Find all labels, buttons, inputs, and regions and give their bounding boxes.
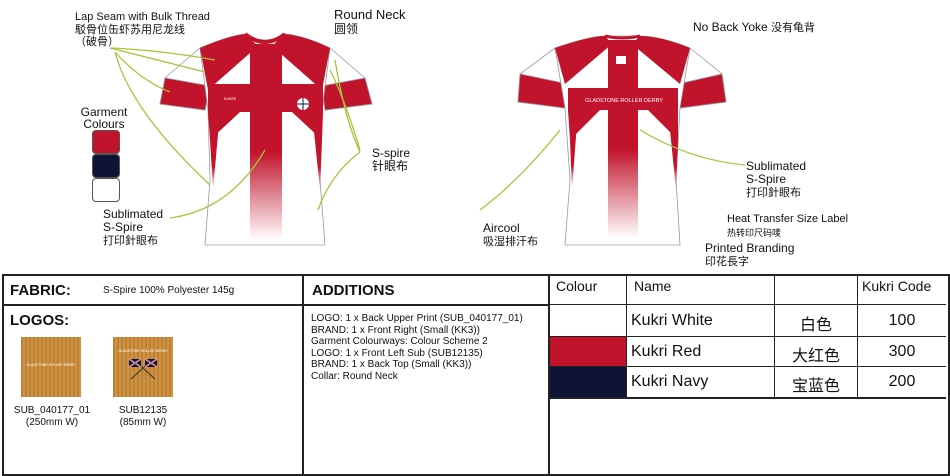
sublimated-back-label: Sublimated S-Spire 打印針眼布: [746, 159, 807, 200]
colour-name: Kukri Navy: [631, 373, 709, 390]
colour-name-cn: 大红色: [791, 346, 840, 365]
colour-swatch-red: [550, 337, 626, 366]
leader-lines: [109, 47, 746, 219]
colour-swatch-navy: [550, 367, 626, 397]
front-crest-logo: [297, 98, 309, 110]
heat-transfer-label-cn: 热转印尺码唛: [727, 229, 782, 239]
heat-transfer-label: Heat Transfer Size Label: [727, 213, 849, 225]
back-print-text: GLADSTONE ROLLER DERBY: [585, 98, 663, 104]
lap-seam-label: Lap Seam with Bulk Thread: [75, 11, 210, 23]
additions-label: ADDITIONS: [312, 282, 395, 299]
aircool-label: Aircool 吸湿排汗布: [483, 221, 538, 249]
back-shirt: [517, 34, 727, 246]
lap-seam-label-cn: 駁骨位缶虾苏用尼龙线: [75, 23, 185, 36]
colour-table-header-colour: Colour: [556, 278, 598, 294]
divider: [302, 274, 304, 474]
front-brand-mark: KUKRI: [224, 96, 236, 101]
colour-code: 300: [888, 343, 916, 360]
addition-line: Collar: Round Neck: [311, 370, 398, 382]
addition-line: BRAND: 1 x Front Right (Small (KK3)): [311, 324, 480, 336]
spec-sheet-frame: [2, 274, 950, 476]
divider: [548, 274, 550, 474]
fabric-label: FABRIC:: [10, 282, 71, 299]
lap-seam-label-cn2: （破骨）: [75, 35, 119, 48]
colour-name-cn: 白色: [799, 315, 832, 334]
addition-line: LOGO: 1 x Front Left Sub (SUB12135): [311, 347, 483, 359]
addition-line: LOGO: 1 x Back Upper Print (SUB_040177_0…: [311, 313, 523, 324]
colour-name-cn: 宝蓝色: [791, 376, 840, 395]
colour-code: 100: [888, 312, 916, 329]
round-neck-label: Round Neck: [334, 7, 406, 22]
back-brand-mark: [616, 56, 626, 64]
garment-illustration: KUKRI GLADSTONE ROLLER DERBY: [109, 32, 746, 246]
divider: [2, 304, 306, 306]
logos-label: LOGOS:: [10, 312, 70, 329]
logo-artwork-2: GLADSTONE ROLLER DERBY: [113, 337, 173, 397]
front-shirt: [159, 32, 373, 246]
logo-2-caption: SUB12135 (85mm W): [118, 405, 168, 428]
garment-colour-swatch-navy: [92, 154, 120, 178]
sublimated-front-label: Sublimated S-Spire 打印針眼布: [103, 207, 164, 248]
divider: [302, 304, 550, 306]
divider: [549, 336, 946, 337]
colour-table-header-name: Name: [634, 278, 672, 294]
colour-swatch-white: [550, 305, 626, 336]
colour-table-header-code: Kukri Code: [862, 278, 932, 294]
colour-code: 200: [888, 373, 916, 390]
garment-colour-swatch-white: [92, 178, 120, 202]
addition-line: Garment Colourways: Colour Scheme 2: [311, 336, 488, 347]
sspire-front-label: S-spire: [372, 146, 411, 160]
addition-line: BRAND: 1 x Back Top (Small (KK3)): [311, 359, 472, 370]
additions-list: LOGO: 1 x Back Upper Print (SUB_040177_0…: [311, 313, 523, 382]
logo-1-caption: SUB_040177_01 (250mm W): [13, 405, 91, 428]
no-back-yoke-label: No Back Yoke 没有龟背: [693, 20, 816, 34]
divider: [549, 366, 946, 367]
colour-name: Kukri Red: [631, 343, 702, 360]
divider: [549, 304, 946, 305]
fabric-value: S-Spire 100% Polyester 145g: [103, 285, 235, 296]
crossed-flags-icon: [128, 358, 158, 380]
colour-name: Kukri White: [631, 312, 713, 329]
printed-branding-label: Printed Branding 印花長字: [705, 241, 795, 268]
garment-colours-label: Garment Colours: [80, 105, 128, 131]
garment-colour-swatch-red: [92, 130, 120, 154]
logo-artwork-1: GLADSTONE ROLLER DERBY: [21, 337, 81, 397]
sspire-front-label-cn: 针眼布: [372, 159, 409, 173]
round-neck-label-cn: 圆领: [334, 22, 359, 36]
divider: [549, 397, 946, 399]
